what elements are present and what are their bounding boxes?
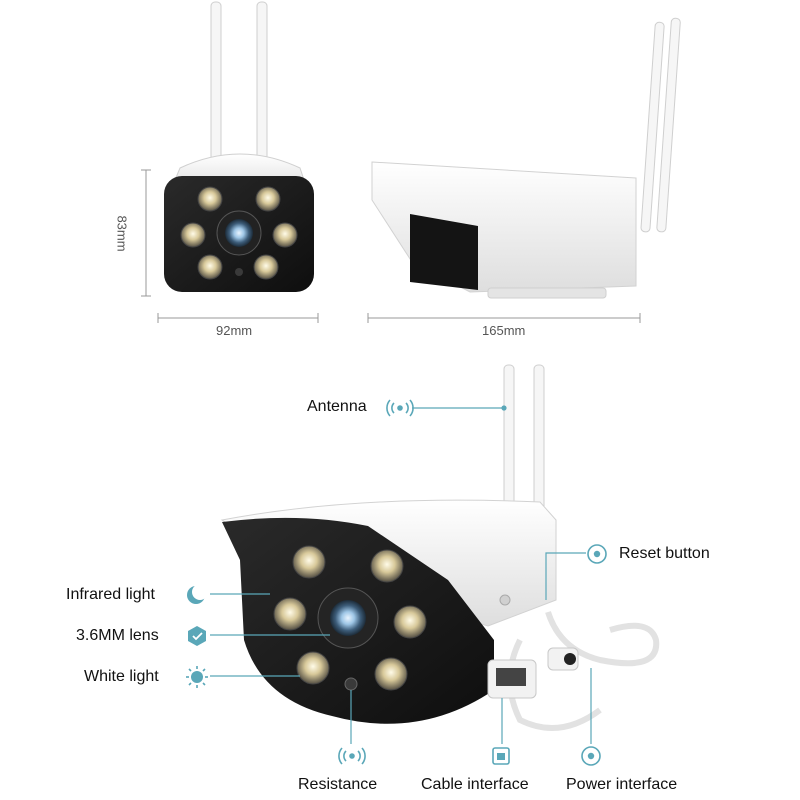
main-led	[374, 657, 408, 691]
reset-circle-icon	[587, 544, 607, 564]
front-lens	[225, 219, 253, 247]
callout-cable-interface: Cable interface	[421, 776, 529, 793]
front-sensor	[235, 268, 243, 276]
callout-lines	[210, 405, 592, 744]
main-led	[273, 597, 307, 631]
main-led	[370, 549, 404, 583]
wireless-signal-icon	[386, 399, 414, 417]
callout-resistance: Resistance	[298, 776, 378, 793]
main-led	[292, 545, 326, 579]
ethernet-port	[496, 668, 526, 686]
side-antenna-right	[656, 17, 681, 233]
width-dimension-label: 92mm	[216, 323, 253, 338]
front-dimension-lines	[141, 169, 319, 323]
main-led	[393, 605, 427, 639]
main-sensor	[344, 677, 358, 691]
wireless-signal-icon	[338, 747, 366, 765]
sun-icon	[186, 666, 208, 688]
callout-antenna: Antenna	[307, 398, 367, 415]
lens-shield-icon	[188, 626, 206, 646]
side-view-camera	[371, 17, 681, 299]
ethernet-port-icon	[492, 747, 510, 765]
front-led	[197, 186, 223, 212]
main-led	[296, 651, 330, 685]
power-circle-icon	[581, 746, 601, 766]
power-cable	[545, 611, 660, 667]
front-led	[253, 254, 279, 280]
height-dimension-label: 83mm	[114, 215, 130, 252]
side-face	[410, 214, 478, 290]
callout-lens: 3.6MM lens	[76, 627, 159, 644]
reset-button-hole	[499, 594, 511, 606]
side-antenna-left	[640, 21, 665, 233]
front-led	[272, 222, 298, 248]
callout-power-interface: Power interface	[566, 776, 678, 793]
side-dimension-line	[367, 313, 641, 323]
callout-white-light: White light	[84, 668, 159, 685]
front-led	[180, 222, 206, 248]
length-dimension-label: 165mm	[482, 323, 526, 338]
main-camera	[220, 364, 660, 731]
side-base	[487, 287, 607, 299]
front-led	[255, 186, 281, 212]
front-led	[197, 254, 223, 280]
callout-infrared-light: Infrared light	[66, 586, 155, 603]
power-jack	[564, 653, 576, 665]
front-antenna-left	[210, 1, 222, 163]
front-antenna-right	[256, 1, 268, 163]
callout-reset-button: Reset button	[619, 545, 710, 562]
moon-icon	[187, 584, 208, 604]
main-lens	[330, 600, 366, 636]
front-view-camera	[164, 1, 314, 292]
